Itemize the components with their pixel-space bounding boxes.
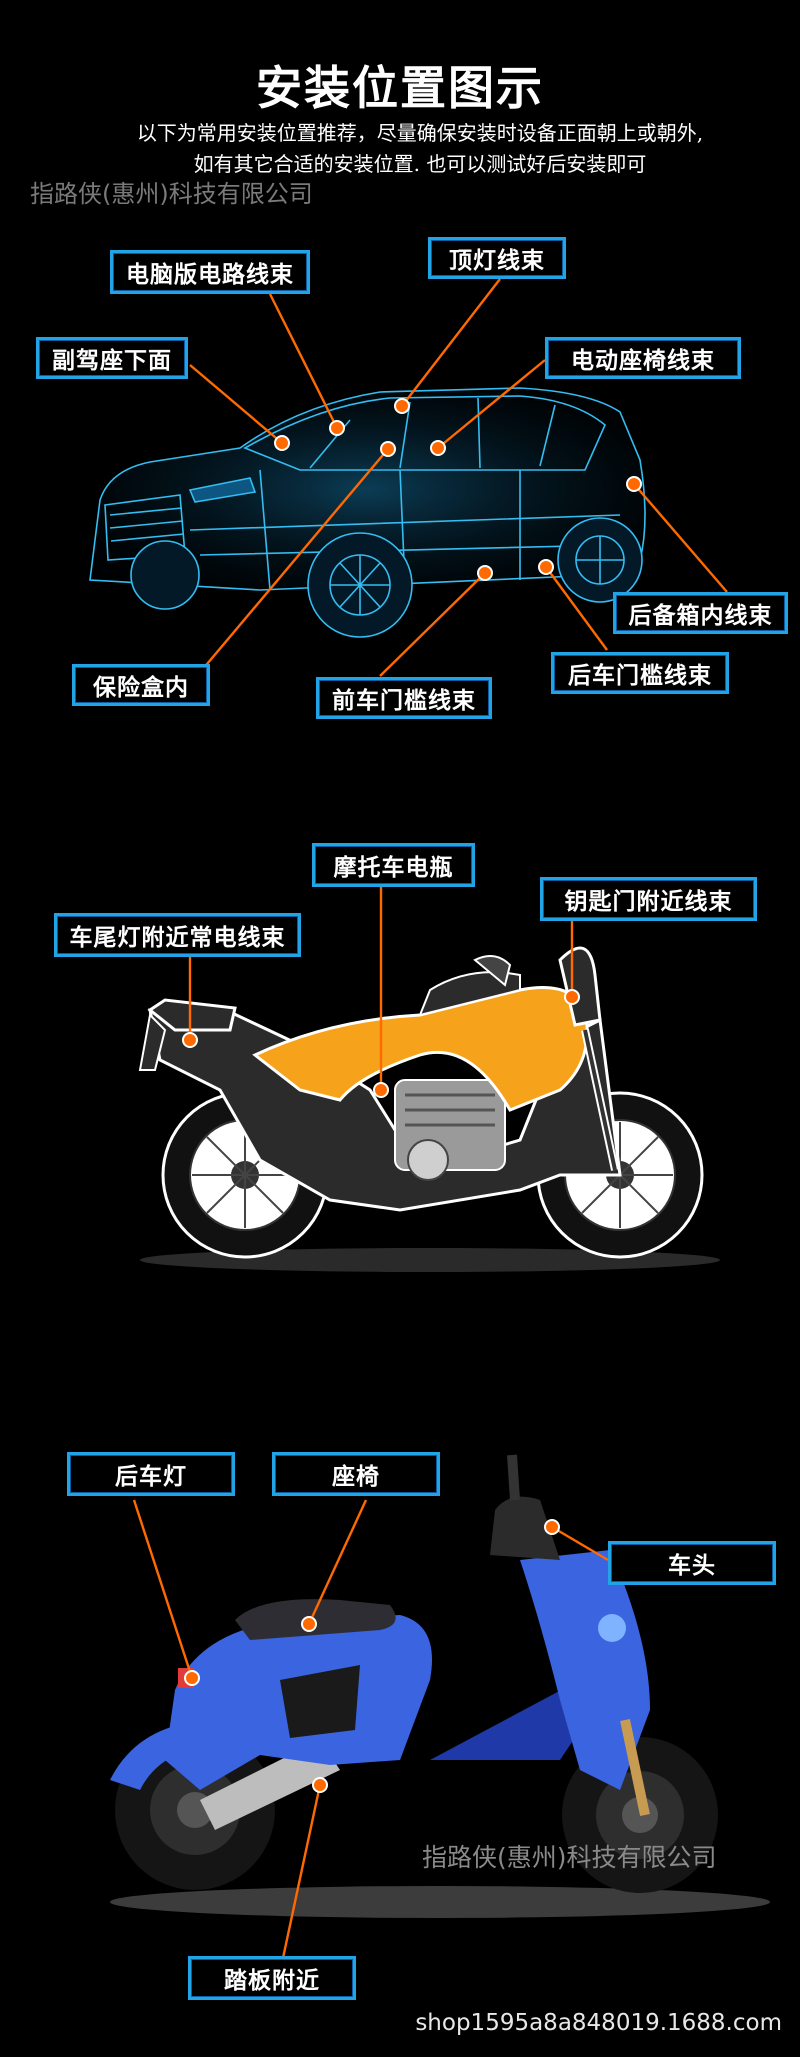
label-power-seat-harness: 电动座椅线束 [545,337,741,379]
label-rear-light: 后车灯 [67,1452,235,1496]
intro-line-2: 如有其它合适的安装位置. 也可以测试好后安装即可 [193,152,647,176]
label-motorcycle-battery: 摩托车电瓶 [312,843,475,887]
intro-line-1: 以下为常用安装位置推荐，尽量确保安装时设备正面朝上或朝外, [136,121,704,145]
label-footboard: 踏板附近 [188,1956,356,2000]
label-passenger-seat-under: 副驾座下面 [36,337,188,379]
label-trunk-harness: 后备箱内线束 [613,592,788,634]
label-front-door-sill-harness: 前车门槛线束 [316,677,492,719]
label-taillight-harness: 车尾灯附近常电线束 [54,913,301,957]
watermark-top: 指路侠(惠州)科技有限公司 [30,180,313,208]
label-handlebar-head: 车头 [608,1541,776,1585]
watermark-bottom: 指路侠(惠州)科技有限公司 [422,1843,717,1872]
label-seat: 座椅 [272,1452,440,1496]
label-fuse-box: 保险盒内 [72,664,210,706]
page-title: 安装位置图示 [256,61,544,115]
label-rear-door-sill-harness: 后车门槛线束 [551,652,729,694]
label-dome-light-harness: 顶灯线束 [428,237,566,279]
label-key-switch-harness: 钥匙门附近线束 [540,877,757,921]
label-computer-harness: 电脑版电路线束 [110,250,310,294]
shop-url: shop1595a8a848019.1688.com [415,2010,782,2036]
